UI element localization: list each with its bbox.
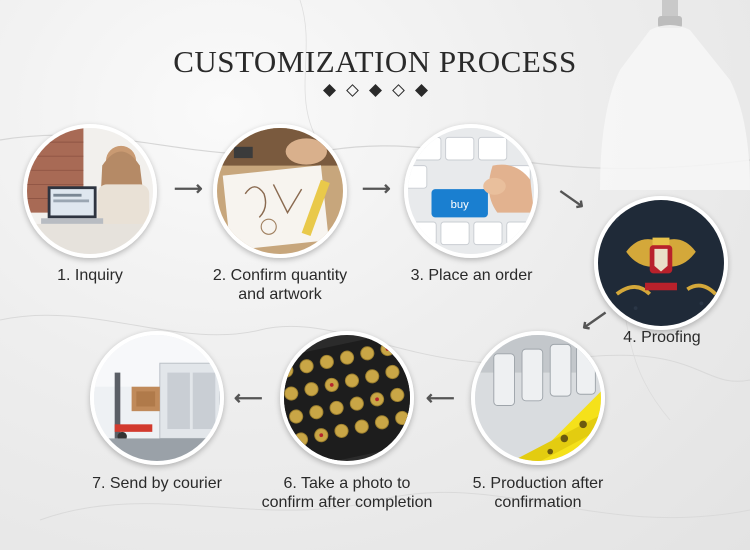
step-6-label: 6. Take a photo to confirm after complet… bbox=[242, 474, 452, 512]
page-title: CUSTOMIZATION PROCESS bbox=[173, 44, 577, 79]
diamond-filled-icon bbox=[368, 84, 382, 97]
step-4-photo bbox=[594, 196, 728, 330]
step-6-label-line1: 6. Take a photo to bbox=[283, 475, 411, 492]
step-5-label: 5. Production after confirmation bbox=[458, 474, 618, 512]
arrow-left-icon: ⟶ bbox=[234, 387, 263, 409]
step-4-label: 4. Proofing bbox=[612, 328, 712, 347]
step-4-label-line1: 4. Proofing bbox=[623, 329, 701, 346]
step-6-photo bbox=[280, 331, 414, 465]
arrow-down-left-icon: ⟶ bbox=[576, 302, 613, 338]
step-7-photo bbox=[90, 331, 224, 465]
step-2-photo bbox=[213, 124, 347, 258]
step-1-label-line1: 1. Inquiry bbox=[57, 267, 123, 284]
step-2-label-line2: and artwork bbox=[238, 286, 322, 303]
step-2-label: 2. Confirm quantity and artwork bbox=[185, 266, 375, 304]
step-1-label: 1. Inquiry bbox=[23, 266, 157, 285]
arrow-right-icon: ⟶ bbox=[362, 178, 391, 200]
arrow-left-icon: ⟶ bbox=[426, 387, 455, 409]
step-5-label-line1: 5. Production after bbox=[472, 475, 604, 492]
diamond-outline-icon bbox=[345, 84, 359, 97]
step-3-label-line1: 3. Place an order bbox=[410, 267, 533, 284]
step-7-label-line1: 7. Send by courier bbox=[92, 475, 222, 492]
step-7-label: 7. Send by courier bbox=[77, 474, 237, 493]
step-5-label-line2: confirmation bbox=[494, 494, 582, 511]
diamond-filled-icon bbox=[322, 84, 336, 97]
step-3-label: 3. Place an order bbox=[394, 266, 549, 285]
step-1-photo bbox=[23, 124, 157, 258]
buy-key-text: buy bbox=[451, 199, 470, 211]
step-5-photo bbox=[471, 331, 605, 465]
title-decoration bbox=[0, 84, 750, 97]
diamond-filled-icon bbox=[414, 84, 428, 97]
diamond-outline-icon bbox=[391, 84, 405, 97]
mannequin-decoration bbox=[600, 0, 750, 190]
step-3-photo: buy bbox=[404, 124, 538, 258]
arrow-right-icon: ⟶ bbox=[174, 178, 203, 200]
step-6-label-line2: confirm after completion bbox=[261, 494, 433, 511]
step-2-label-line1: 2. Confirm quantity bbox=[212, 267, 348, 284]
